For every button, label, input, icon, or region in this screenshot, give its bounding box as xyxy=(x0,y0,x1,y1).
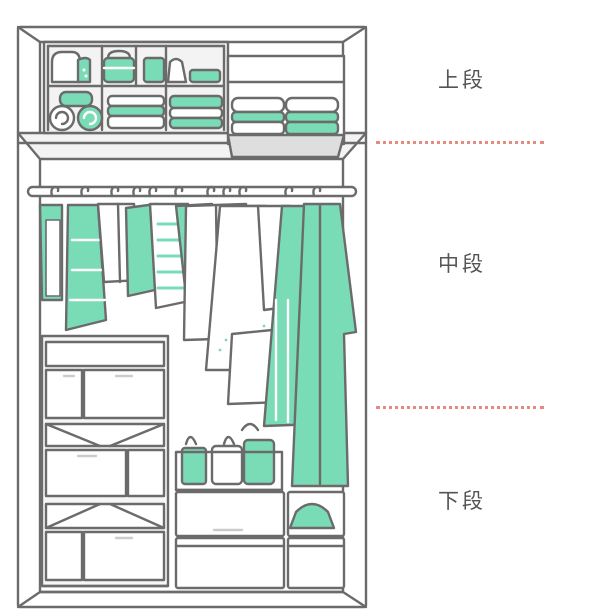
upper-right-box xyxy=(226,54,346,159)
hanging-clothes xyxy=(38,202,358,488)
storage-cases xyxy=(174,490,346,590)
hangers xyxy=(50,185,322,198)
hanging-rod xyxy=(26,185,358,198)
upper-items xyxy=(48,49,224,132)
drawer-tower xyxy=(40,334,170,588)
section-label-top: 上段 xyxy=(438,68,486,92)
section-label-middle: 中段 xyxy=(438,252,486,276)
section-divider-top xyxy=(376,141,544,144)
section-divider-bottom xyxy=(376,406,544,409)
bag-basket xyxy=(174,422,284,492)
section-label-bottom: 下段 xyxy=(438,489,486,513)
